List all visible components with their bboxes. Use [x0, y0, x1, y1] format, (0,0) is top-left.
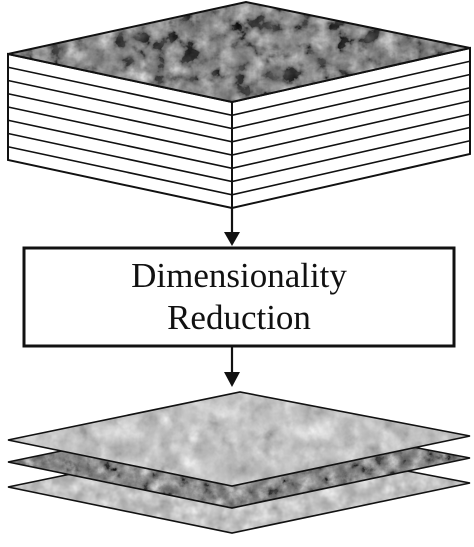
input-layer-edge [7, 73, 471, 130]
input-layer-edge [7, 126, 471, 183]
arrow-down-icon [224, 346, 240, 387]
input-layer-edge [7, 60, 471, 117]
input-layer-edge [7, 100, 471, 156]
arrow-down-icon [224, 208, 240, 246]
input-stack-layer-lines [7, 60, 471, 196]
input-layer-edge [7, 139, 471, 196]
output-image-stack [7, 391, 471, 534]
input-layer-edge [7, 86, 471, 143]
dimensionality-reduction-box [22, 246, 456, 348]
input-image-stack [7, 0, 471, 210]
input-layer-edge [7, 113, 471, 170]
